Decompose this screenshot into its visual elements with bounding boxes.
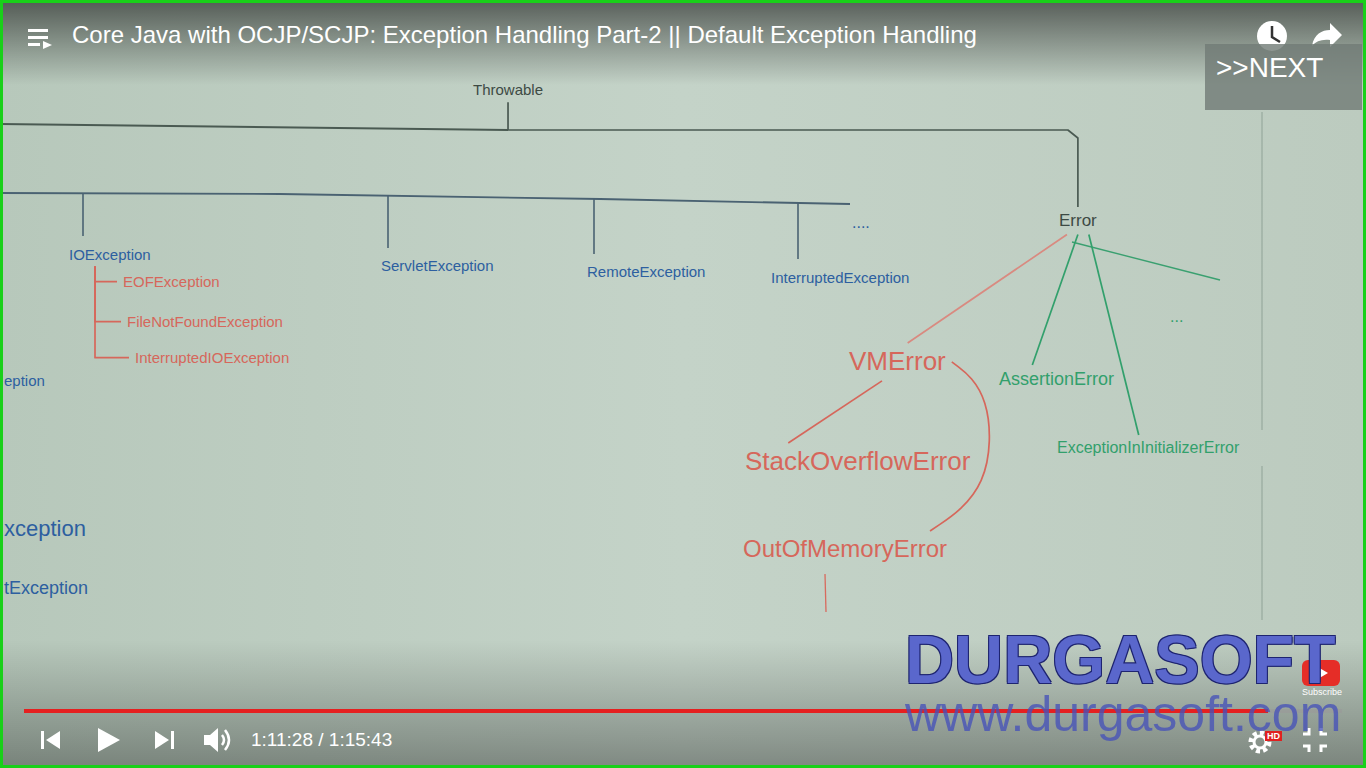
exit-fullscreen-icon — [1303, 746, 1309, 752]
class-name: Throwable — [470, 80, 546, 99]
class-name-text: ExceptionInInitializerError — [1054, 438, 1242, 458]
class-name: ServletException — [378, 256, 497, 275]
hierarchy-connector — [508, 102, 1078, 207]
class-name-text: Error — [1056, 210, 1100, 232]
video-title: Core Java with OCJP/SCJP: Exception Hand… — [72, 21, 977, 50]
hierarchy-connector — [788, 381, 882, 443]
hierarchy-line — [82, 194, 84, 236]
class-name-text: StackOverflowError — [742, 446, 973, 478]
class-name-text: OutOfMemoryError — [740, 534, 950, 564]
next-button-text: >>NEXT — [1216, 52, 1323, 84]
class-name-text: IOException — [66, 245, 154, 264]
partial-class-name: xception — [4, 516, 86, 541]
exit-fullscreen-icon — [1321, 746, 1327, 752]
title-shade — [0, 0, 1366, 85]
hierarchy-line — [0, 193, 850, 204]
class-name-text: VMError — [846, 346, 949, 378]
previous-button — [41, 731, 60, 749]
next-button — [155, 731, 169, 749]
class-name: ExceptionInInitializerError — [1054, 438, 1242, 458]
ellipsis: ... — [1170, 308, 1183, 326]
class-name: OutOfMemoryError — [740, 534, 950, 564]
subscribe-text: Subscribe — [1302, 687, 1342, 697]
partial-class-name: tException — [4, 578, 88, 599]
next-panel — [1205, 44, 1362, 110]
class-name-text: RemoteException — [584, 262, 708, 281]
class-name-text: InterruptedException — [768, 268, 912, 287]
hierarchy-connector — [1089, 235, 1139, 435]
class-name-text: EOFException — [120, 272, 223, 291]
class-name: IOException — [66, 245, 154, 264]
playlist-icon — [28, 29, 52, 49]
play-button — [98, 728, 120, 752]
class-name: InterruptedIOException — [132, 348, 292, 367]
class-name: FileNotFoundException — [124, 312, 286, 331]
share-icon — [1312, 23, 1342, 47]
hierarchy-line — [387, 196, 389, 248]
volume-icon — [222, 735, 224, 745]
hierarchy-connector — [95, 266, 117, 281]
watch-later-icon — [1272, 26, 1280, 42]
hierarchy-line — [0, 124, 508, 130]
volume-icon — [204, 728, 229, 752]
next-button — [171, 731, 174, 749]
hierarchy-line — [593, 199, 595, 254]
previous-button — [41, 731, 44, 749]
partial-class-name: eption — [4, 372, 45, 389]
hierarchy-connector — [908, 235, 1067, 343]
volume-icon — [225, 730, 229, 750]
class-name: RemoteException — [584, 262, 708, 281]
class-name-text: Throwable — [470, 80, 546, 99]
class-name-text: ServletException — [378, 256, 497, 275]
hierarchy-connector — [1032, 235, 1078, 365]
board-edge — [1261, 112, 1263, 430]
class-name: InterruptedException — [768, 268, 912, 287]
class-name: AssertionError — [996, 368, 1117, 391]
hierarchy-connector — [95, 266, 121, 321]
hierarchy-line — [797, 203, 799, 259]
playlist-icon — [43, 41, 52, 49]
class-name: VMError — [846, 346, 949, 378]
hierarchy-line — [1072, 242, 1220, 280]
class-name-text: FileNotFoundException — [124, 312, 286, 331]
ellipsis: .... — [852, 214, 870, 232]
volume-icon — [204, 728, 218, 752]
class-name-text: AssertionError — [996, 368, 1117, 391]
pen-stroke — [825, 574, 826, 612]
class-name: Error — [1056, 210, 1100, 232]
class-name: EOFException — [120, 272, 223, 291]
time-display: 1:11:28 / 1:15:43 — [251, 729, 392, 751]
playlist-icon — [28, 29, 48, 32]
playlist-icon — [28, 36, 48, 39]
class-name-text: InterruptedIOException — [132, 348, 292, 367]
next-button — [155, 731, 174, 749]
previous-button — [46, 731, 60, 749]
hd-badge: HD — [1265, 731, 1282, 741]
playlist-icon — [28, 43, 40, 46]
board-edge — [1261, 466, 1263, 620]
class-name: StackOverflowError — [742, 446, 973, 478]
